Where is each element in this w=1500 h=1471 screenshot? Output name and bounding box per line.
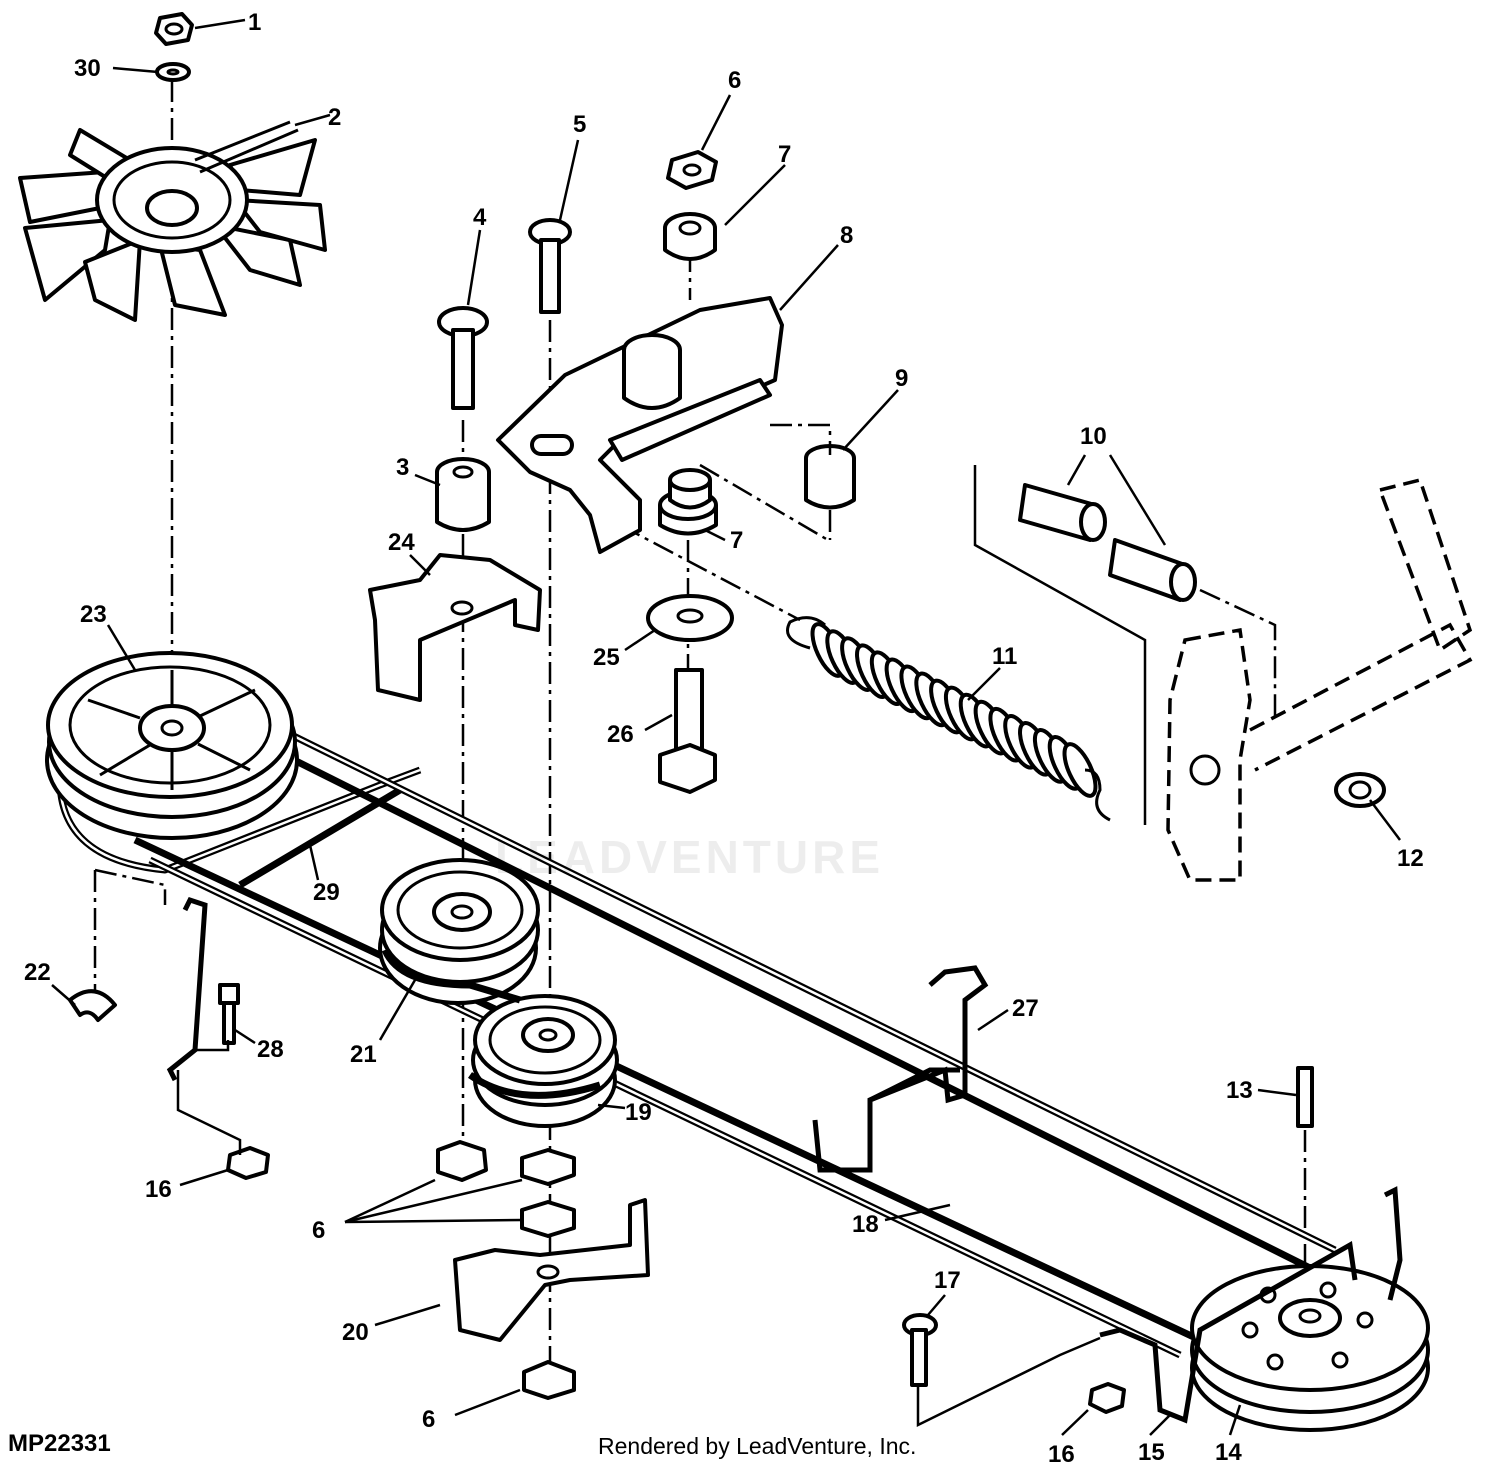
callout-15: 15 <box>1138 1439 1165 1466</box>
callout-24: 24 <box>388 529 415 556</box>
callout-22: 22 <box>24 959 51 986</box>
callout-28: 28 <box>257 1036 284 1063</box>
flange-nut-16-left <box>226 1146 270 1180</box>
belt-guide-27 <box>812 965 989 1173</box>
callout-10: 10 <box>1080 423 1107 450</box>
bracket-24 <box>368 553 542 702</box>
idler-pulley-21 <box>378 858 540 1005</box>
callout-21: 21 <box>350 1041 377 1068</box>
bushing-10-b <box>1108 538 1197 602</box>
belt-idler-wrap <box>381 948 602 1099</box>
hex-nut-6-d <box>522 1360 576 1400</box>
hex-nut-1 <box>154 12 194 46</box>
bushing-9 <box>804 444 856 510</box>
belt-guide-15 <box>1099 1186 1403 1424</box>
callout-7-top: 7 <box>778 141 791 168</box>
bolt-17 <box>902 1313 938 1387</box>
bushing-12 <box>1334 772 1386 808</box>
callout-16-left: 16 <box>145 1176 172 1203</box>
bushing-7-lower <box>658 468 718 536</box>
hex-nut-6-c <box>520 1200 576 1238</box>
callout-1: 1 <box>248 9 261 36</box>
callout-6-bottom: 6 <box>422 1406 435 1433</box>
callout-9: 9 <box>895 365 908 392</box>
callout-17: 17 <box>934 1267 961 1294</box>
bushing-10-a <box>1018 483 1107 542</box>
callout-16-right: 16 <box>1048 1441 1075 1468</box>
brake-pedal-arm-outline <box>1166 477 1473 882</box>
washer-25 <box>646 594 734 642</box>
callout-3: 3 <box>396 454 409 481</box>
callout-14: 14 <box>1215 1439 1242 1466</box>
hex-nut-6-b <box>520 1148 576 1186</box>
carriage-bolt-5 <box>528 218 572 314</box>
callout-12: 12 <box>1397 845 1424 872</box>
cooling-fan <box>18 120 327 322</box>
carriage-bolt-4 <box>437 306 489 410</box>
bracket-20 <box>453 1198 650 1342</box>
transmission-pulley-14 <box>1190 1264 1430 1432</box>
center-lines <box>170 80 1307 1380</box>
idler-spring-11 <box>786 616 1111 822</box>
callout-labels: 1 30 2 3 4 5 6 7 8 9 10 11 12 13 14 15 1… <box>24 9 1424 1468</box>
callout-19: 19 <box>625 1099 652 1126</box>
idler-arm-8 <box>496 296 784 554</box>
callout-30: 30 <box>74 55 101 82</box>
idler-pulley-19 <box>471 994 619 1128</box>
figure-id: MP22331 <box>8 1430 111 1457</box>
spacer-3 <box>435 457 491 532</box>
callout-6-top: 6 <box>728 67 741 94</box>
belt-guide-left <box>166 896 208 1082</box>
callout-27: 27 <box>1012 995 1039 1022</box>
engine-pulley-23 <box>45 651 299 840</box>
clip-22 <box>68 989 117 1022</box>
washer-30 <box>155 62 191 82</box>
callout-29: 29 <box>313 879 340 906</box>
callout-18: 18 <box>852 1211 879 1238</box>
key-13 <box>1296 1066 1314 1128</box>
watermark-text: LEADVENTURE <box>495 831 885 883</box>
callout-25: 25 <box>593 644 620 671</box>
leader-lines <box>51 18 1401 1436</box>
hex-nut-6-upper <box>666 150 718 190</box>
callout-4: 4 <box>473 204 487 231</box>
bolt-26 <box>658 668 717 794</box>
callout-11: 11 <box>992 643 1017 670</box>
callout-13: 13 <box>1226 1077 1253 1104</box>
credit-line: Rendered by LeadVenture, Inc. <box>598 1433 917 1459</box>
flange-nut-16-right <box>1088 1382 1126 1414</box>
hex-nut-6-a <box>436 1140 488 1182</box>
callout-26: 26 <box>607 721 634 748</box>
callout-7-lower: 7 <box>730 527 743 554</box>
bushing-7-upper <box>663 212 717 261</box>
callout-6-group: 6 <box>312 1217 325 1244</box>
assembly-lines <box>93 423 1277 1428</box>
callout-8: 8 <box>840 222 853 249</box>
callout-5: 5 <box>573 111 586 138</box>
callout-20: 20 <box>342 1319 369 1346</box>
drive-belt-18 <box>133 708 1337 1359</box>
spring-coil <box>1062 742 1098 798</box>
callout-2: 2 <box>328 104 341 131</box>
callout-23: 23 <box>80 601 107 628</box>
bolt-28 <box>218 983 240 1045</box>
